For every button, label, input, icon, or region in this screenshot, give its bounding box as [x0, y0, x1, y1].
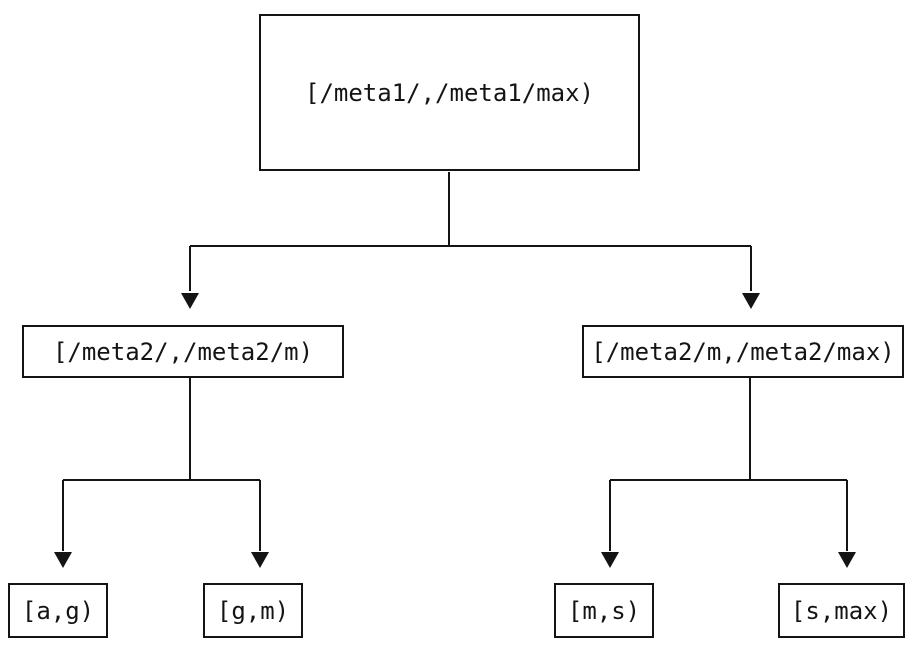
edge-right-to-leaves	[601, 378, 856, 568]
node-meta2-right-interval: [/meta2/m,/meta2/max)	[582, 325, 904, 378]
edge-root-to-level2	[181, 172, 760, 309]
node-leaf-gm: [g,m)	[203, 583, 303, 638]
node-leaf-ag: [a,g)	[8, 583, 108, 638]
node-leaf-ms: [m,s)	[554, 583, 654, 638]
arrowhead-down-icon	[251, 552, 269, 568]
arrowhead-down-icon	[838, 552, 856, 568]
edge-left-to-leaves	[54, 378, 269, 568]
node-meta2-left-interval: [/meta2/,/meta2/m)	[22, 325, 344, 378]
arrowhead-down-icon	[54, 552, 72, 568]
arrowhead-down-icon	[601, 552, 619, 568]
arrowhead-down-icon	[181, 293, 199, 309]
node-root-interval: [/meta1/,/meta1/max)	[259, 14, 640, 171]
arrowhead-down-icon	[742, 293, 760, 309]
node-leaf-smax: [s,max)	[778, 583, 905, 638]
